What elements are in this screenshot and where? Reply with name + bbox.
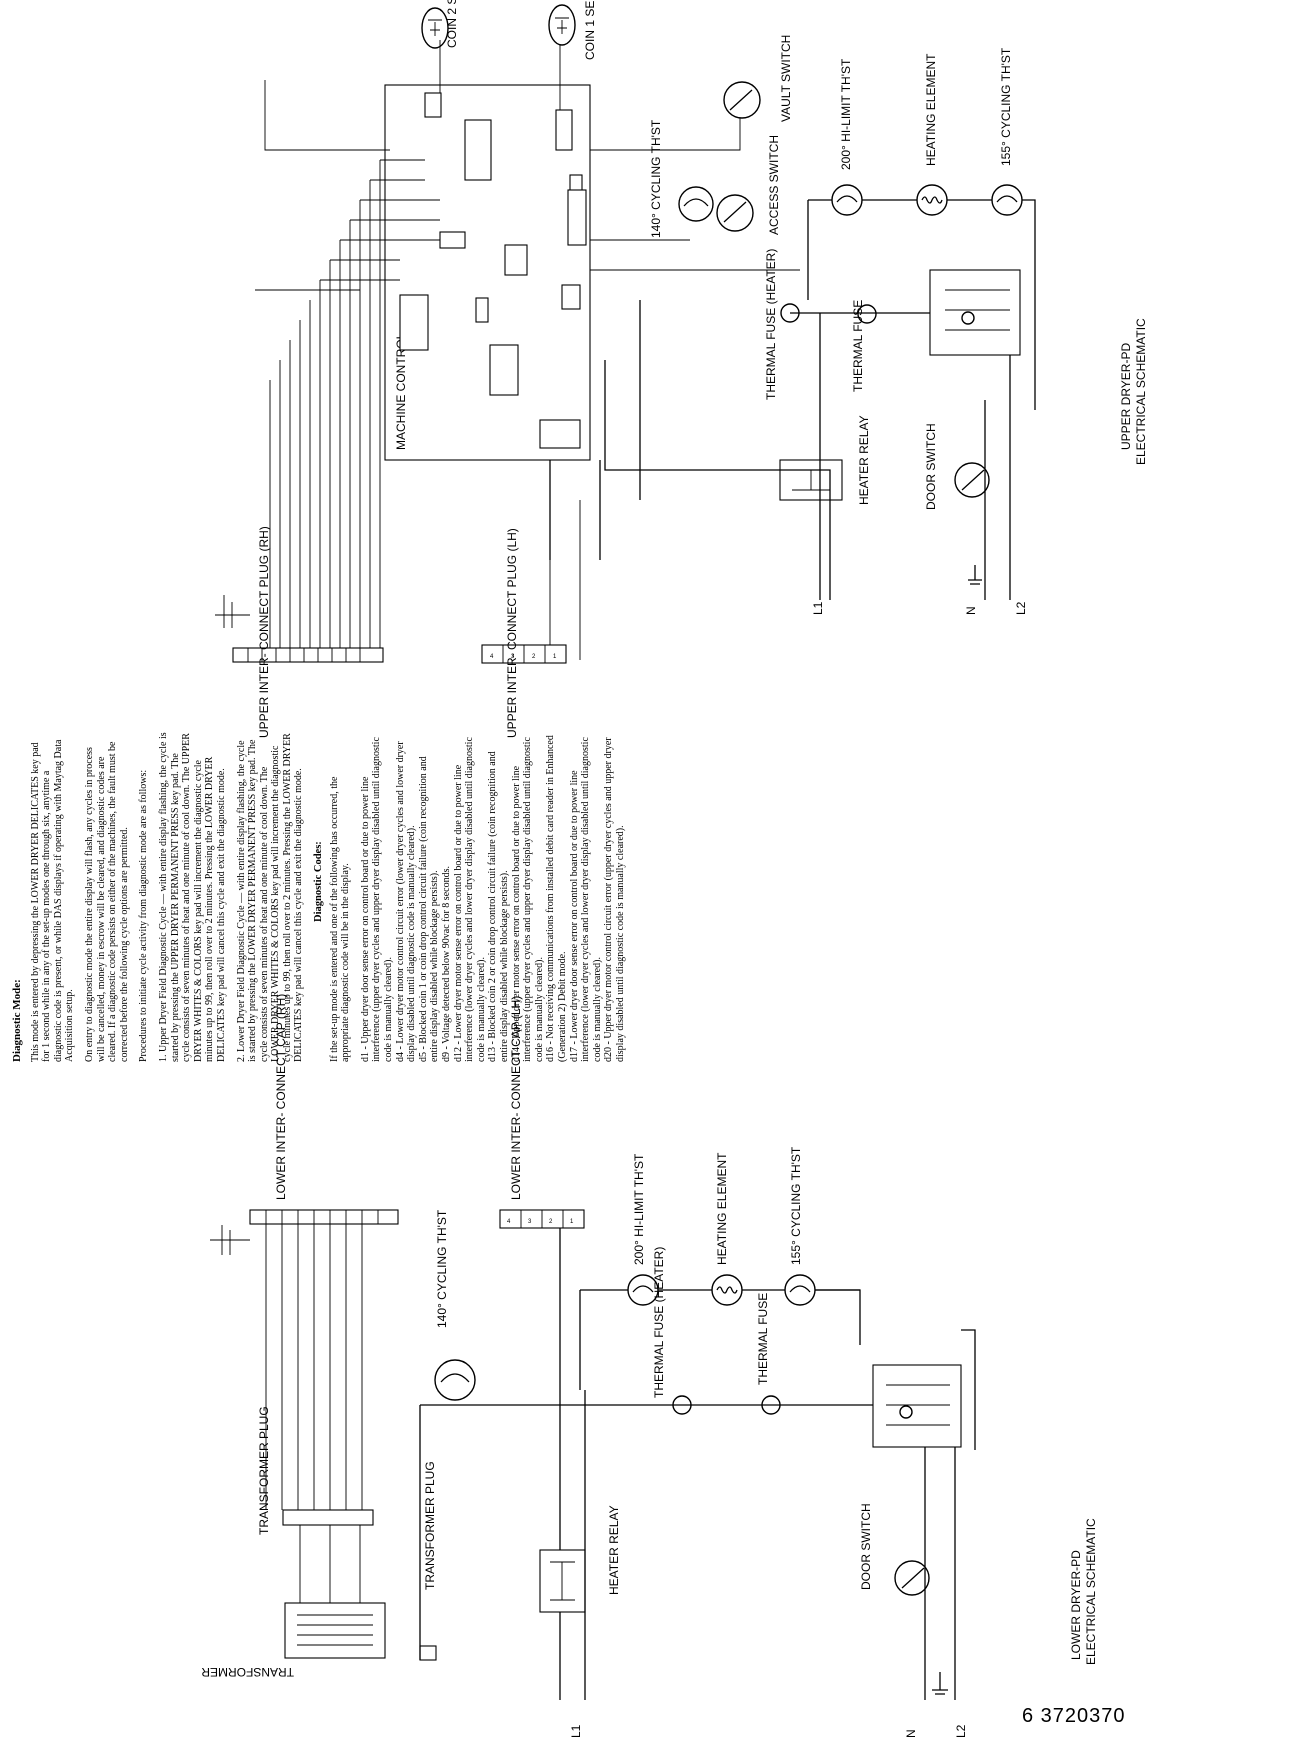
lower-heater-relay: HEATER RELAY: [539, 1505, 621, 1613]
upper-motor-switch-block: [929, 269, 1021, 356]
transformer: TRANSFORMER: [201, 1602, 386, 1679]
svg-text:200° HI-LIMIT TH'ST: 200° HI-LIMIT TH'ST: [839, 58, 853, 170]
svg-text:UPPER INTER- CONNECT PLUG (RH): UPPER INTER- CONNECT PLUG (RH): [257, 526, 271, 738]
lower-motor-switch-block: [872, 1364, 962, 1448]
board-connectors: [399, 92, 587, 449]
svg-text:TRANSFORMER: TRANSFORMER: [201, 1665, 294, 1679]
upper-heater-relay: HEATER RELAY: [779, 415, 871, 505]
lower-interconnect-cap-lh: 4 3 2 1 LOWER INTER- CONNECT CAP (LH): [499, 996, 585, 1229]
svg-text:4: 4: [490, 654, 494, 660]
upper-line-l2: L2: [1014, 601, 1028, 615]
lower-thermal-fuse: THERMAL FUSE: [756, 1293, 781, 1415]
svg-text:155° CYCLING TH'ST: 155° CYCLING TH'ST: [789, 1146, 803, 1265]
upper-line-l1: L1: [811, 601, 825, 615]
svg-text:155° CYCLING TH'ST: 155° CYCLING TH'ST: [999, 47, 1013, 166]
transformer-plug-primary: TRANSFORMER PLUG: [257, 1406, 374, 1535]
lower-line-l1: L1: [569, 1724, 583, 1738]
svg-text:TRANSFORMER PLUG: TRANSFORMER PLUG: [423, 1461, 437, 1590]
lower-subtitle: ELECTRICAL SCHEMATIC: [1084, 1518, 1098, 1665]
svg-text:2: 2: [532, 654, 536, 660]
svg-text:ACCESS SWITCH: ACCESS SWITCH: [767, 135, 781, 235]
lower-dryer-schematic: TRANSFORMER TRANSFORMER PLUG TRANSFORMER…: [201, 994, 1098, 1738]
svg-text:LOWER INTER- CONNECT CAP (LH): LOWER INTER- CONNECT CAP (LH): [509, 996, 523, 1200]
svg-text:THERMAL FUSE (HEATER): THERMAL FUSE (HEATER): [764, 249, 778, 400]
lower-line-n: N: [904, 1729, 918, 1738]
upper-dryer-schematic: MACHINE CONTROL COIN 2 SENSOR (OPTIONAL): [215, 0, 1148, 738]
lower-line-l2: L2: [954, 1724, 968, 1738]
lower-door-switch: DOOR SWITCH: [859, 1503, 930, 1596]
svg-text:COIN 2 SENSOR (OPTIONAL): COIN 2 SENSOR (OPTIONAL): [445, 0, 459, 48]
access-switch: ACCESS SWITCH: [716, 135, 781, 235]
svg-text:2: 2: [549, 1219, 553, 1225]
lower-interconnect-cap-rh: LOWER INTER- CONNECT CAP (RH): [249, 994, 399, 1225]
svg-text:3: 3: [511, 654, 515, 660]
svg-text:VAULT SWITCH: VAULT SWITCH: [779, 35, 793, 122]
vault-switch: VAULT SWITCH: [723, 35, 793, 122]
svg-text:HEATER RELAY: HEATER RELAY: [857, 415, 871, 505]
lower-wiring: [210, 1224, 976, 1700]
svg-text:COIN 1 SENSOR: COIN 1 SENSOR: [583, 0, 597, 60]
upper-title: UPPER DRYER-PD: [1119, 343, 1133, 450]
svg-text:140° CYCLING TH'ST: 140° CYCLING TH'ST: [435, 1209, 449, 1328]
svg-text:4: 4: [507, 1219, 511, 1225]
cycling-thermostat-140: 140° CYCLING TH'ST: [649, 119, 714, 238]
machine-control-label: MACHINE CONTROL: [394, 332, 408, 450]
lower-title: LOWER DRYER-PD: [1069, 1550, 1083, 1660]
coin-2-sensor: COIN 2 SENSOR (OPTIONAL): [421, 0, 459, 49]
lower-thermal-fuse-heater: THERMAL FUSE (HEATER): [652, 1247, 692, 1415]
svg-text:140° CYCLING TH'ST: 140° CYCLING TH'ST: [649, 119, 663, 238]
upper-door-switch: DOOR SWITCH: [924, 423, 990, 510]
svg-text:3: 3: [528, 1219, 532, 1225]
svg-text:THERMAL FUSE (HEATER): THERMAL FUSE (HEATER): [652, 1247, 666, 1398]
svg-text:UPPER INTER- CONNECT PLUG (LH): UPPER INTER- CONNECT PLUG (LH): [505, 528, 519, 738]
svg-text:1: 1: [570, 1219, 574, 1225]
upper-line-n: N: [964, 606, 978, 615]
upper-thermal-fuse: THERMAL FUSE: [820, 300, 930, 392]
transformer-plug-secondary: TRANSFORMER PLUG: [419, 1461, 437, 1661]
svg-text:DOOR SWITCH: DOOR SWITCH: [924, 423, 938, 510]
lower-heating-circuit: 200° HI-LIMIT TH'ST HEATING ELEMENT 155°…: [579, 1146, 861, 1390]
upper-wiring: [215, 40, 1011, 660]
svg-text:DOOR SWITCH: DOOR SWITCH: [859, 1503, 873, 1590]
upper-interconnect-plug-lh: 4 3 2 1 UPPER INTER- CONNECT PLUG (LH): [481, 528, 567, 738]
svg-text:1: 1: [553, 654, 557, 660]
svg-text:HEATING ELEMENT: HEATING ELEMENT: [924, 53, 938, 166]
upper-interconnect-plug-rh: UPPER INTER- CONNECT PLUG (RH): [232, 526, 384, 738]
upper-thermal-fuse-heater: THERMAL FUSE (HEATER): [764, 249, 820, 400]
svg-text:200° HI-LIMIT TH'ST: 200° HI-LIMIT TH'ST: [632, 1153, 646, 1265]
svg-text:HEATER RELAY: HEATER RELAY: [607, 1505, 621, 1595]
coin-1-sensor: COIN 1 SENSOR: [548, 0, 597, 60]
svg-text:THERMAL FUSE: THERMAL FUSE: [851, 300, 865, 392]
svg-text:THERMAL FUSE: THERMAL FUSE: [756, 1293, 770, 1385]
upper-heating-circuit: 200° HI-LIMIT TH'ST HEATING ELEMENT 155°…: [807, 47, 1036, 410]
svg-text:LOWER INTER- CONNECT CAP (RH): LOWER INTER- CONNECT CAP (RH): [274, 994, 288, 1200]
svg-text:TRANSFORMER PLUG: TRANSFORMER PLUG: [257, 1406, 271, 1535]
document-number: 6 3720370: [1022, 1705, 1126, 1727]
svg-text:HEATING ELEMENT: HEATING ELEMENT: [715, 1152, 729, 1265]
lower-cycling-thermostat-140: 140° CYCLING TH'ST: [434, 1209, 476, 1401]
upper-subtitle: ELECTRICAL SCHEMATIC: [1134, 318, 1148, 465]
